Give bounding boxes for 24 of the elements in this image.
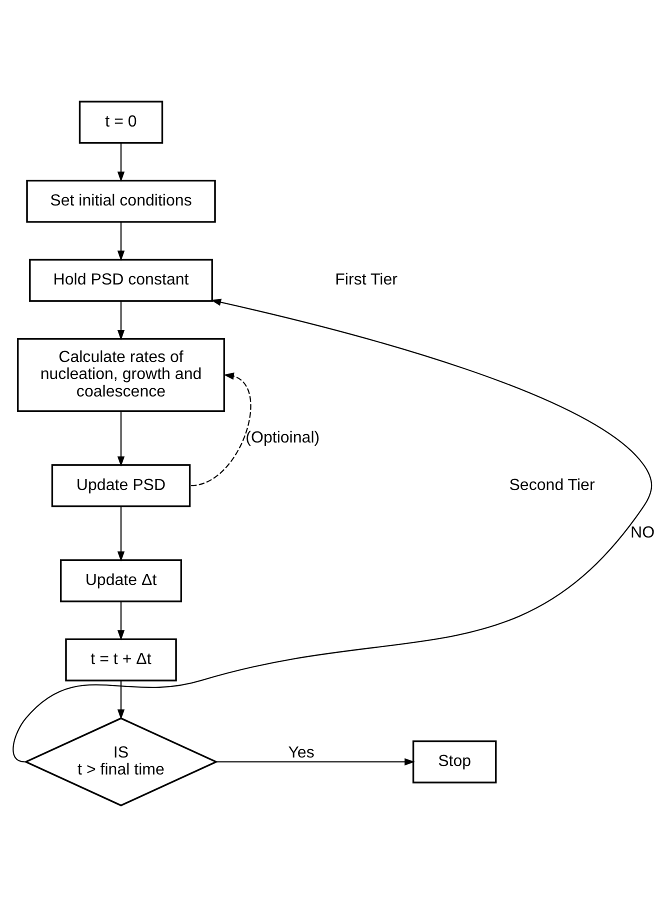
arrow xyxy=(117,142,125,182)
edge-label: (Optioinal) xyxy=(246,428,320,446)
node-box: t = t + Δt xyxy=(65,638,177,681)
arrow xyxy=(190,372,252,486)
label: First Tier xyxy=(335,270,398,288)
arrow xyxy=(117,680,125,720)
arrow xyxy=(13,298,652,762)
arrow xyxy=(117,222,125,261)
arrow xyxy=(117,601,125,640)
arrow xyxy=(117,506,125,562)
edge-label: Yes xyxy=(288,743,314,761)
node-box: t = 0 xyxy=(78,100,164,144)
node-box: Set initial conditions xyxy=(26,179,216,222)
node-box: Update Δt xyxy=(60,558,182,602)
arrow xyxy=(216,758,415,765)
node-diamond: IS t > final time xyxy=(24,716,218,806)
node-box: Calculate rates of nucleation, growth and coalescence xyxy=(16,338,226,412)
arrow xyxy=(117,300,125,340)
label: Second Tier xyxy=(509,475,595,494)
edge-label: NO xyxy=(630,522,655,541)
node-box: Update PSD xyxy=(51,464,191,507)
node-box: Hold PSD constant xyxy=(29,258,213,302)
node-box: Stop xyxy=(412,740,497,783)
arrow xyxy=(117,410,125,466)
